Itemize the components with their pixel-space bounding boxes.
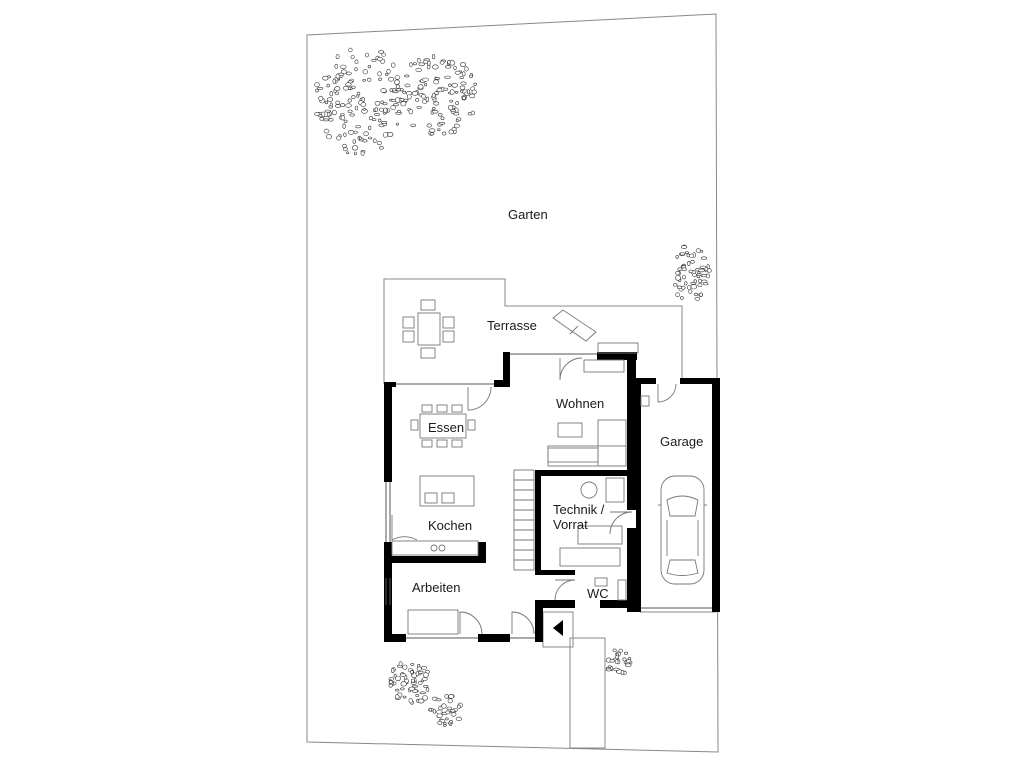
plot-boundary [306,13,719,753]
walls [384,352,720,642]
wc-fixtures [594,577,627,601]
tree-icon [605,648,633,676]
room-label-vorrat: Vorrat [553,517,588,532]
kitchen-counter [391,540,479,556]
stair-icon [513,469,535,571]
coffee-table [557,422,583,438]
terrace-bench [597,342,639,354]
fireplace [640,395,650,407]
desk [407,609,459,635]
dining-table-icon [410,404,476,448]
sofa [547,419,627,467]
technik-fixtures [559,477,625,567]
door-swings [391,357,677,635]
kitchen-island [419,475,475,507]
tree-icon [673,244,712,301]
room-label-essen: Essen [428,420,464,435]
room-label-wohnen: Wohnen [556,396,604,411]
room-label-wc: WC [587,586,609,601]
terrace-dining-set [402,299,455,359]
sideboard [583,359,625,373]
tree-icon [428,694,463,727]
room-label-garage: Garage [660,434,703,449]
entrance-path [569,637,606,749]
sun-lounger [552,309,597,342]
car-icon [658,475,707,585]
room-label-terrasse: Terrasse [487,318,537,333]
terrace-outline [383,278,683,384]
room-label-garten: Garten [508,207,548,222]
windows [385,353,712,639]
tree-icon [314,47,477,156]
room-label-kochen: Kochen [428,518,472,533]
tree-icon [388,661,430,705]
room-label-arbeiten: Arbeiten [412,580,460,595]
room-label-technik: Technik / [553,502,605,517]
entrance-arrow-icon [553,620,563,636]
